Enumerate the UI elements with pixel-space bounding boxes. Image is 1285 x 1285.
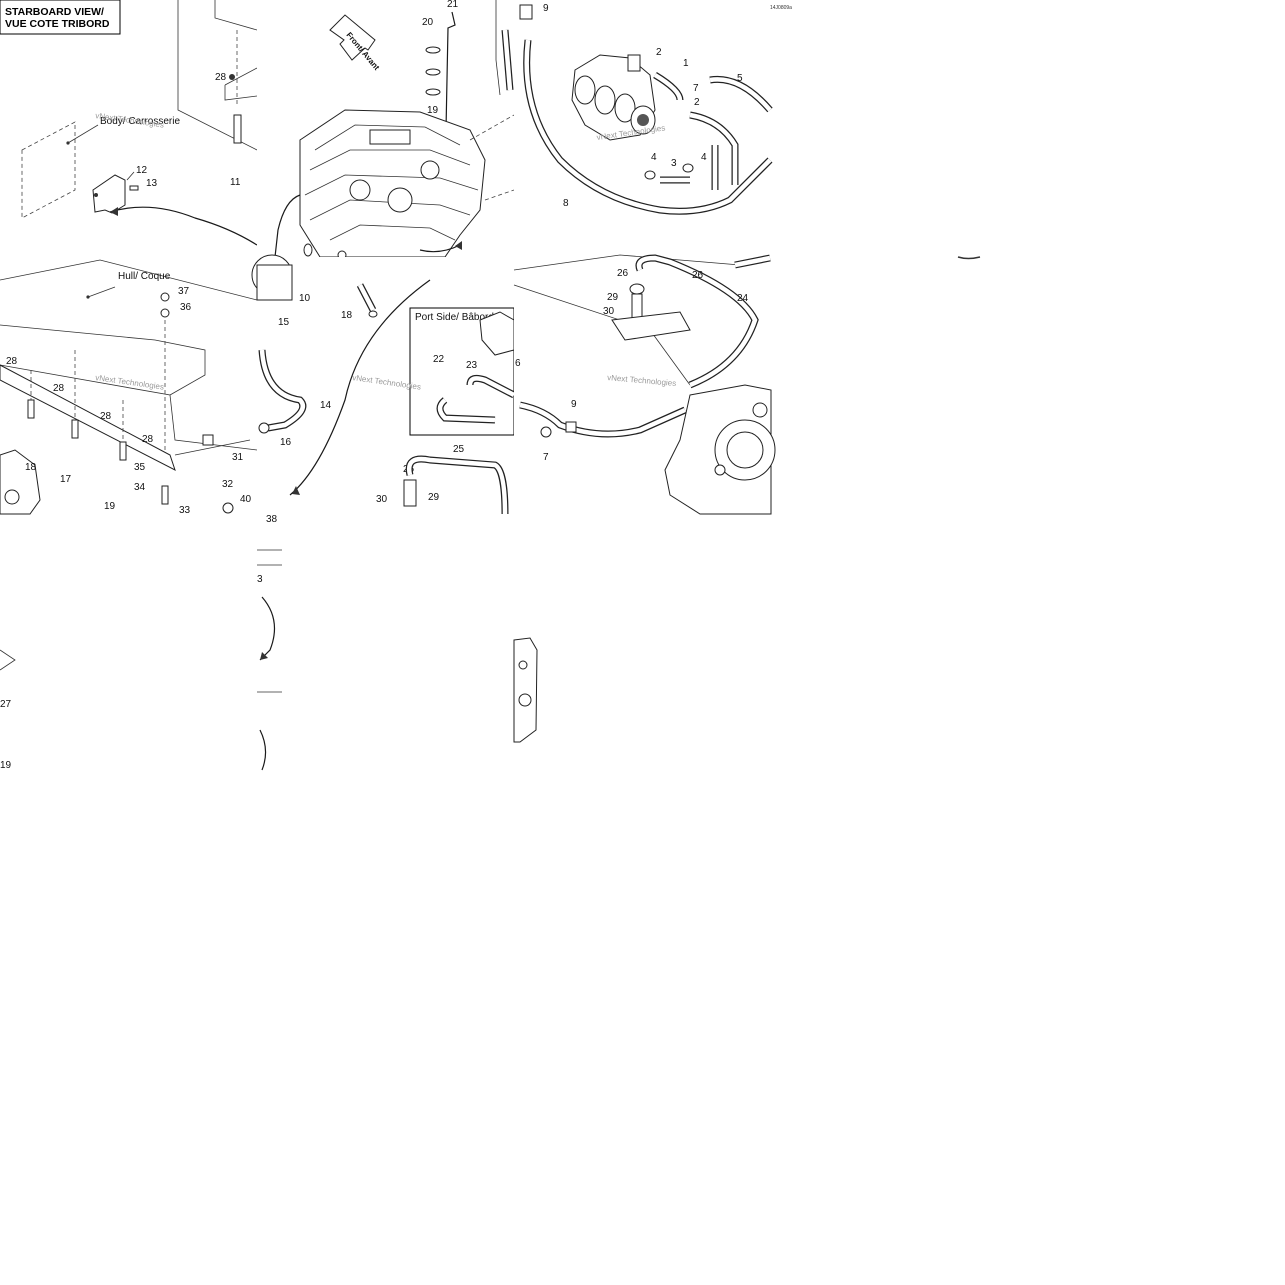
callout-28-b: 28: [6, 356, 18, 367]
tile-hull: Hull/ Coque 37 36 28 28 28 28 35 34 33 3…: [0, 257, 258, 516]
hull-fasteners: [27, 292, 234, 514]
callout-22: 22: [433, 354, 445, 365]
callout-19-c: 19: [0, 760, 12, 771]
callout-29-a: 29: [428, 492, 440, 503]
callout-28-d: 28: [100, 411, 112, 422]
callout-36: 36: [180, 302, 192, 313]
engine-block: [299, 109, 486, 258]
title-line-1: STARBOARD VIEW/: [5, 6, 104, 18]
callout-28-a: 28: [215, 72, 227, 83]
callout-32: 32: [222, 479, 234, 490]
callout-25: 25: [453, 444, 465, 455]
tile-bottom-center: 3: [257, 549, 282, 771]
callout-7-a: 7: [693, 83, 699, 94]
figure-code: 14J0809a: [770, 5, 792, 11]
callout-34: 34: [134, 482, 146, 493]
screw-28-top: [233, 114, 242, 144]
callout-3-b: 3: [257, 574, 263, 585]
callout-14: 14: [320, 400, 332, 411]
callout-2-b: 2: [694, 97, 700, 108]
callout-37: 37: [178, 286, 190, 297]
tile-engine: Front/ Avant 20 21 19: [257, 0, 515, 260]
callout-29-b: 29: [607, 292, 619, 303]
callout-13: 13: [146, 178, 158, 189]
callout-11: 11: [230, 177, 241, 188]
callout-30-b: 30: [603, 306, 615, 317]
callout-26-b: 26: [617, 268, 629, 279]
callout-35: 35: [134, 462, 146, 473]
tile-jet-pump: 26 26 24 29 30 6 9 7 vNext Technologies: [513, 254, 776, 515]
callout-20: 20: [422, 17, 434, 28]
callout-10: 10: [299, 293, 311, 304]
callout-19-a: 19: [427, 105, 439, 116]
callout-33: 33: [179, 505, 191, 516]
tile-starboard-body: STARBOARD VIEW/ VUE COTE TRIBORD 28 Body…: [0, 0, 258, 257]
label-hull: Hull/ Coque: [118, 271, 171, 282]
callout-31: 31: [232, 452, 244, 463]
coolant-manifold: [571, 54, 656, 141]
title-line-2: VUE COTE TRIBORD: [5, 18, 110, 30]
callout-38: 38: [266, 514, 278, 525]
callout-28-e: 28: [142, 434, 154, 445]
callout-1: 1: [683, 58, 689, 69]
jet-pump-housing: [664, 384, 776, 515]
callout-3: 3: [671, 158, 677, 169]
callout-8: 8: [563, 198, 569, 209]
tile-bottom-left: 27 19: [0, 649, 16, 771]
title-box: [0, 0, 121, 35]
tile-center-hoses: 10 15 14 16 18 Port Side/ Bâbord 22 23 v…: [251, 254, 516, 525]
callout-6: 6: [515, 358, 521, 369]
callout-18-a: 18: [25, 462, 37, 473]
stray-mark: [957, 256, 981, 260]
callout-40: 40: [240, 494, 252, 505]
tile-cooling-hoses: 9 8 2 1 7 5 2 4 3 4 1: [514, 0, 792, 257]
callout-4-a: 4: [651, 152, 657, 163]
callout-4-b: 4: [701, 152, 707, 163]
label-port: Port Side/ Bâbord: [415, 312, 494, 323]
label-body: Body/ Carrosserie: [100, 116, 180, 127]
callout-15: 15: [278, 317, 290, 328]
callout-17: 17: [60, 474, 72, 485]
callout-12: 12: [136, 165, 148, 176]
callout-16: 16: [280, 437, 292, 448]
callout-23: 23: [466, 360, 478, 371]
callout-2-a: 2: [656, 47, 662, 58]
callout-21: 21: [447, 0, 459, 10]
callout-28-c: 28: [53, 383, 65, 394]
callout-5: 5: [737, 73, 743, 84]
callout-9-a: 9: [543, 3, 549, 14]
callout-9-b: 9: [571, 399, 577, 410]
callout-27: 27: [0, 699, 12, 710]
callout-7-b: 7: [543, 452, 549, 463]
callout-30-a: 30: [376, 494, 388, 505]
callout-24: 24: [737, 293, 749, 304]
front-arrow: [329, 14, 376, 61]
callout-26-c: 26: [692, 270, 704, 281]
tile-bottom-right: [513, 637, 538, 743]
callout-18-b: 18: [341, 310, 353, 321]
callout-19-b: 19: [104, 501, 116, 512]
